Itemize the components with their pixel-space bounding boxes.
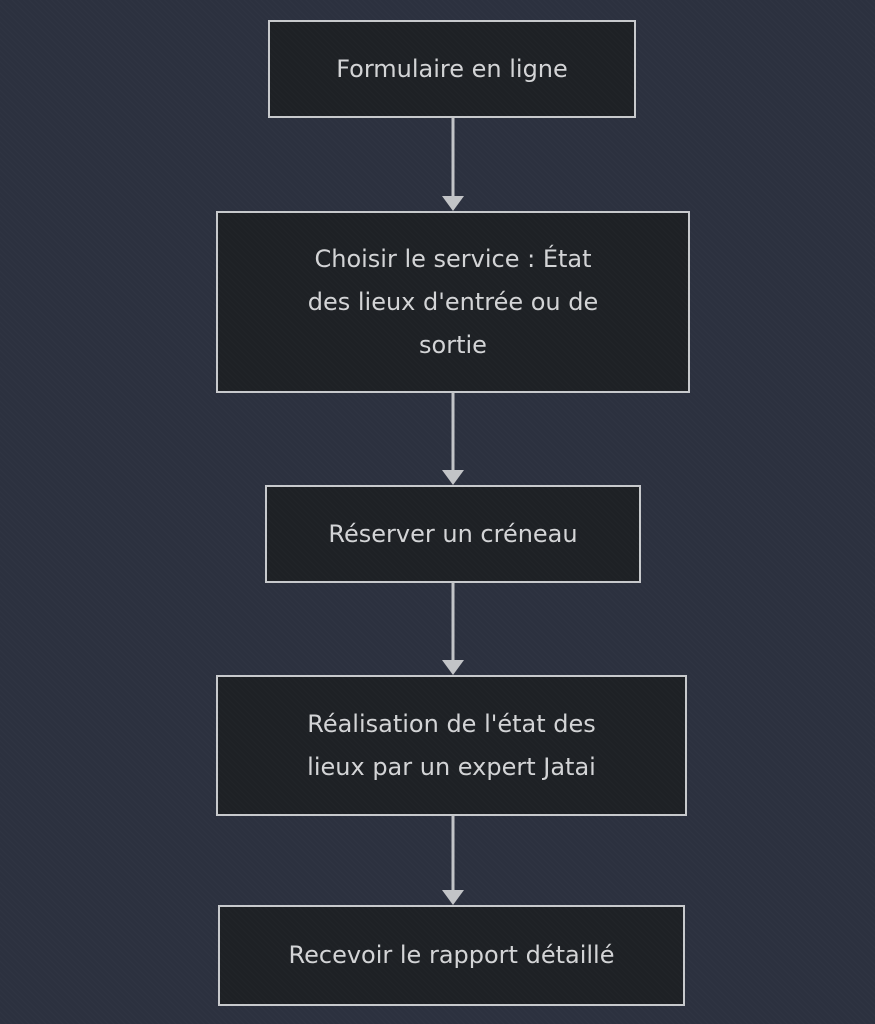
arrow-line bbox=[451, 583, 455, 660]
node-label: Choisir le service : État bbox=[314, 244, 592, 273]
arrow-line bbox=[451, 816, 455, 890]
node-label: sortie bbox=[419, 330, 487, 359]
node-label: des lieux d'entrée ou de bbox=[307, 287, 599, 316]
arrow-line bbox=[451, 393, 455, 470]
arrow-down-icon bbox=[442, 660, 464, 675]
connector-4-5 bbox=[442, 816, 464, 905]
arrow-down-icon bbox=[442, 470, 464, 485]
arrow-down-icon bbox=[442, 196, 464, 211]
flow-node-realisation-etat-des-lieux: Réalisation de l'état des lieux par un e… bbox=[216, 675, 687, 816]
node-label: Réserver un créneau bbox=[328, 519, 578, 548]
connector-2-3 bbox=[442, 393, 464, 485]
flow-node-choisir-le-service: Choisir le service : État des lieux d'en… bbox=[216, 211, 690, 393]
node-label: Réalisation de l'état des bbox=[307, 709, 596, 738]
connector-3-4 bbox=[442, 583, 464, 675]
arrow-down-icon bbox=[442, 890, 464, 905]
flow-node-recevoir-le-rapport: Recevoir le rapport détaillé bbox=[218, 905, 685, 1006]
node-label: lieux par un expert Jatai bbox=[307, 752, 596, 781]
node-label: Formulaire en ligne bbox=[336, 54, 568, 83]
flow-node-reserver-un-creneau: Réserver un créneau bbox=[265, 485, 641, 583]
node-label: Recevoir le rapport détaillé bbox=[288, 941, 615, 969]
flow-node-formulaire-en-ligne: Formulaire en ligne bbox=[268, 20, 636, 118]
arrow-line bbox=[451, 118, 455, 196]
connector-1-2 bbox=[442, 118, 464, 211]
